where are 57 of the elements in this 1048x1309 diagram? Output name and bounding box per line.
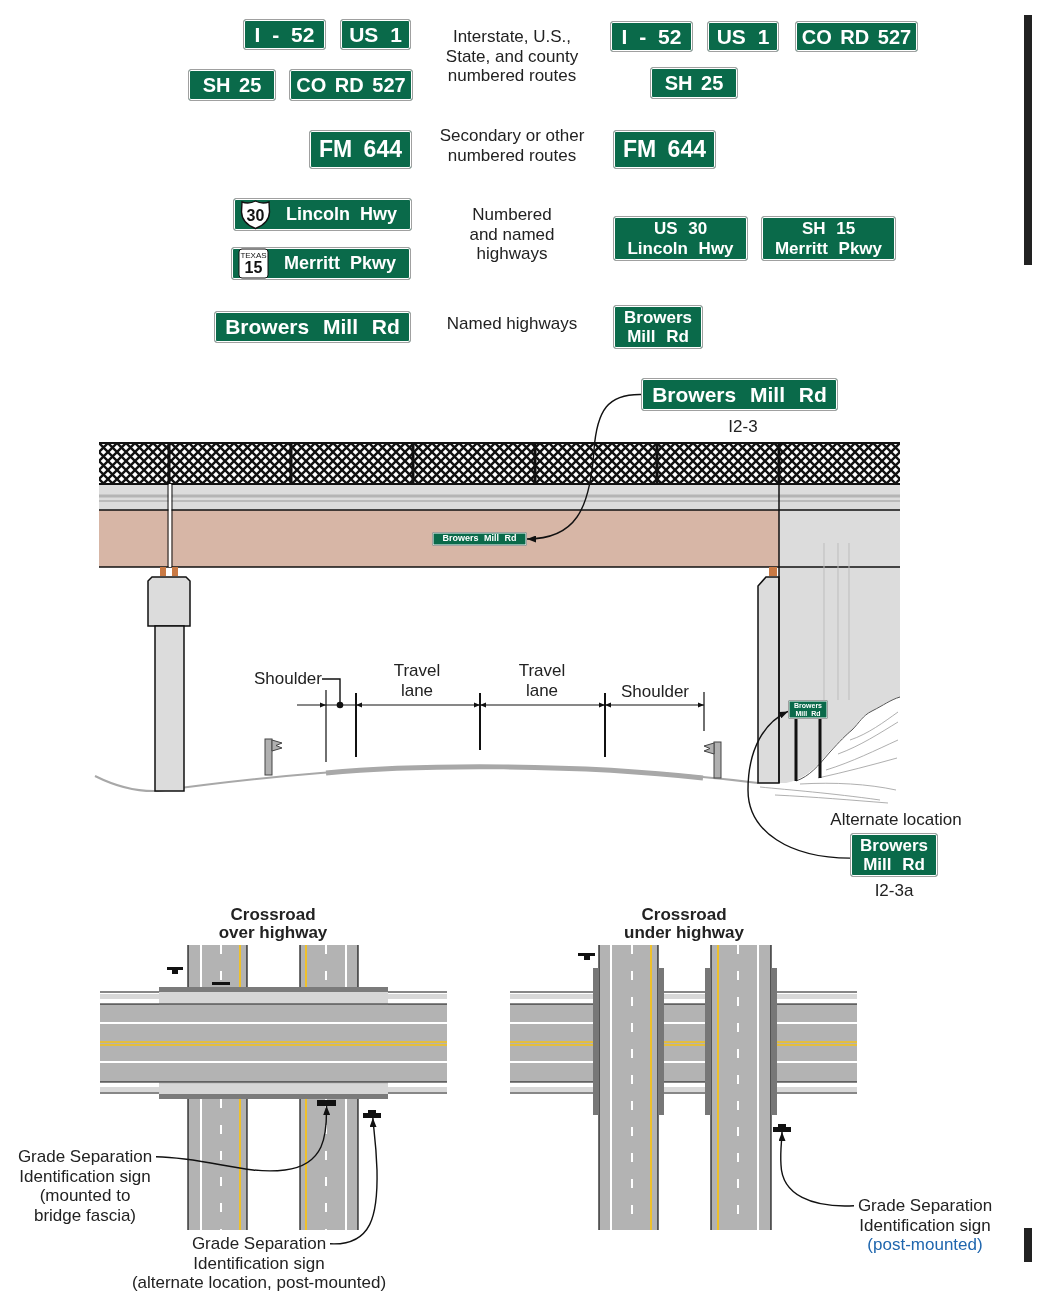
route-sign: SH 25 <box>188 69 276 101</box>
route-sign <box>231 247 411 280</box>
plan-title: Crossroad under highway <box>623 906 745 942</box>
caption-text: Alternate location <box>829 810 963 830</box>
route-shield: 30 <box>240 199 271 230</box>
leader-line <box>321 678 344 709</box>
route-sign: I - 52 <box>610 21 693 52</box>
route-sign <box>233 198 412 231</box>
route-sign: SH 25 <box>650 67 738 99</box>
sign-code: I2-3 <box>727 417 759 437</box>
category-label: Numbered and named highways <box>468 205 556 264</box>
leader-arrow <box>747 710 851 859</box>
route-sign: Browers Mill Rd <box>432 532 527 546</box>
route-sign <box>761 216 896 261</box>
callout-note: (alternate location, post-mounted) <box>130 1273 388 1293</box>
sign-symbol-icon <box>363 1110 381 1118</box>
route-sign: Browers Mill Rd <box>641 378 838 411</box>
category-label: Interstate, U.S., State, and county numbered routes <box>444 27 580 86</box>
sign-legend: Merritt Pkwy <box>283 253 396 274</box>
route-shield <box>238 248 269 279</box>
route-sign: Browers Mill Rd <box>214 311 411 343</box>
leader-arrow <box>155 1105 331 1172</box>
leader-arrow <box>526 393 642 542</box>
sign-legend: Merritt Pkwy <box>774 238 883 259</box>
route-sign: CO RD 527 <box>289 69 413 101</box>
dimension-label: Shoulder <box>619 682 691 702</box>
shield-state-label: TEXAS <box>240 251 267 260</box>
category-label: Named highways <box>445 314 579 334</box>
sign-symbol-icon <box>773 1124 791 1132</box>
sign-code: I2-3a <box>873 881 915 901</box>
sign-legend: Lincoln Hwy <box>286 204 397 225</box>
sign-legend: US 30 <box>653 218 708 239</box>
callout-text: Grade Separation Identification sign <box>856 1196 994 1235</box>
sign-legend: Lincoln Hwy <box>627 238 734 259</box>
leader-arrow <box>329 1117 378 1245</box>
dimension-label: Shoulder <box>248 669 322 689</box>
callout-text: Grade Separation Identification sign <box>16 1147 154 1186</box>
route-sign: FM 644 <box>309 130 412 169</box>
leader-arrow <box>778 1131 855 1207</box>
route-number: 15 <box>244 260 263 276</box>
sign-legend: SH 15 <box>801 218 856 239</box>
route-sign <box>613 216 748 261</box>
sign-symbol-icon <box>317 1100 336 1106</box>
route-sign: Browers Mill Rd <box>613 305 703 349</box>
route-sign: CO RD 527 <box>795 21 918 52</box>
plan-title: Crossroad over highway <box>217 906 329 942</box>
callout-note: (mounted to bridge fascia) <box>32 1186 138 1225</box>
route-sign: I - 52 <box>243 19 326 50</box>
route-sign: FM 644 <box>613 130 716 169</box>
route-sign: US 1 <box>707 21 779 52</box>
route-sign: Browers Mill Rd <box>850 833 938 877</box>
dimension-label: Travel lane <box>517 661 567 701</box>
category-label: Secondary or other numbered routes <box>438 126 586 165</box>
route-sign: US 1 <box>340 19 411 50</box>
callout-note: (post-mounted) <box>866 1235 984 1255</box>
dimension-label: Travel lane <box>392 661 442 701</box>
callout-text: Grade Separation Identification sign <box>190 1234 328 1273</box>
